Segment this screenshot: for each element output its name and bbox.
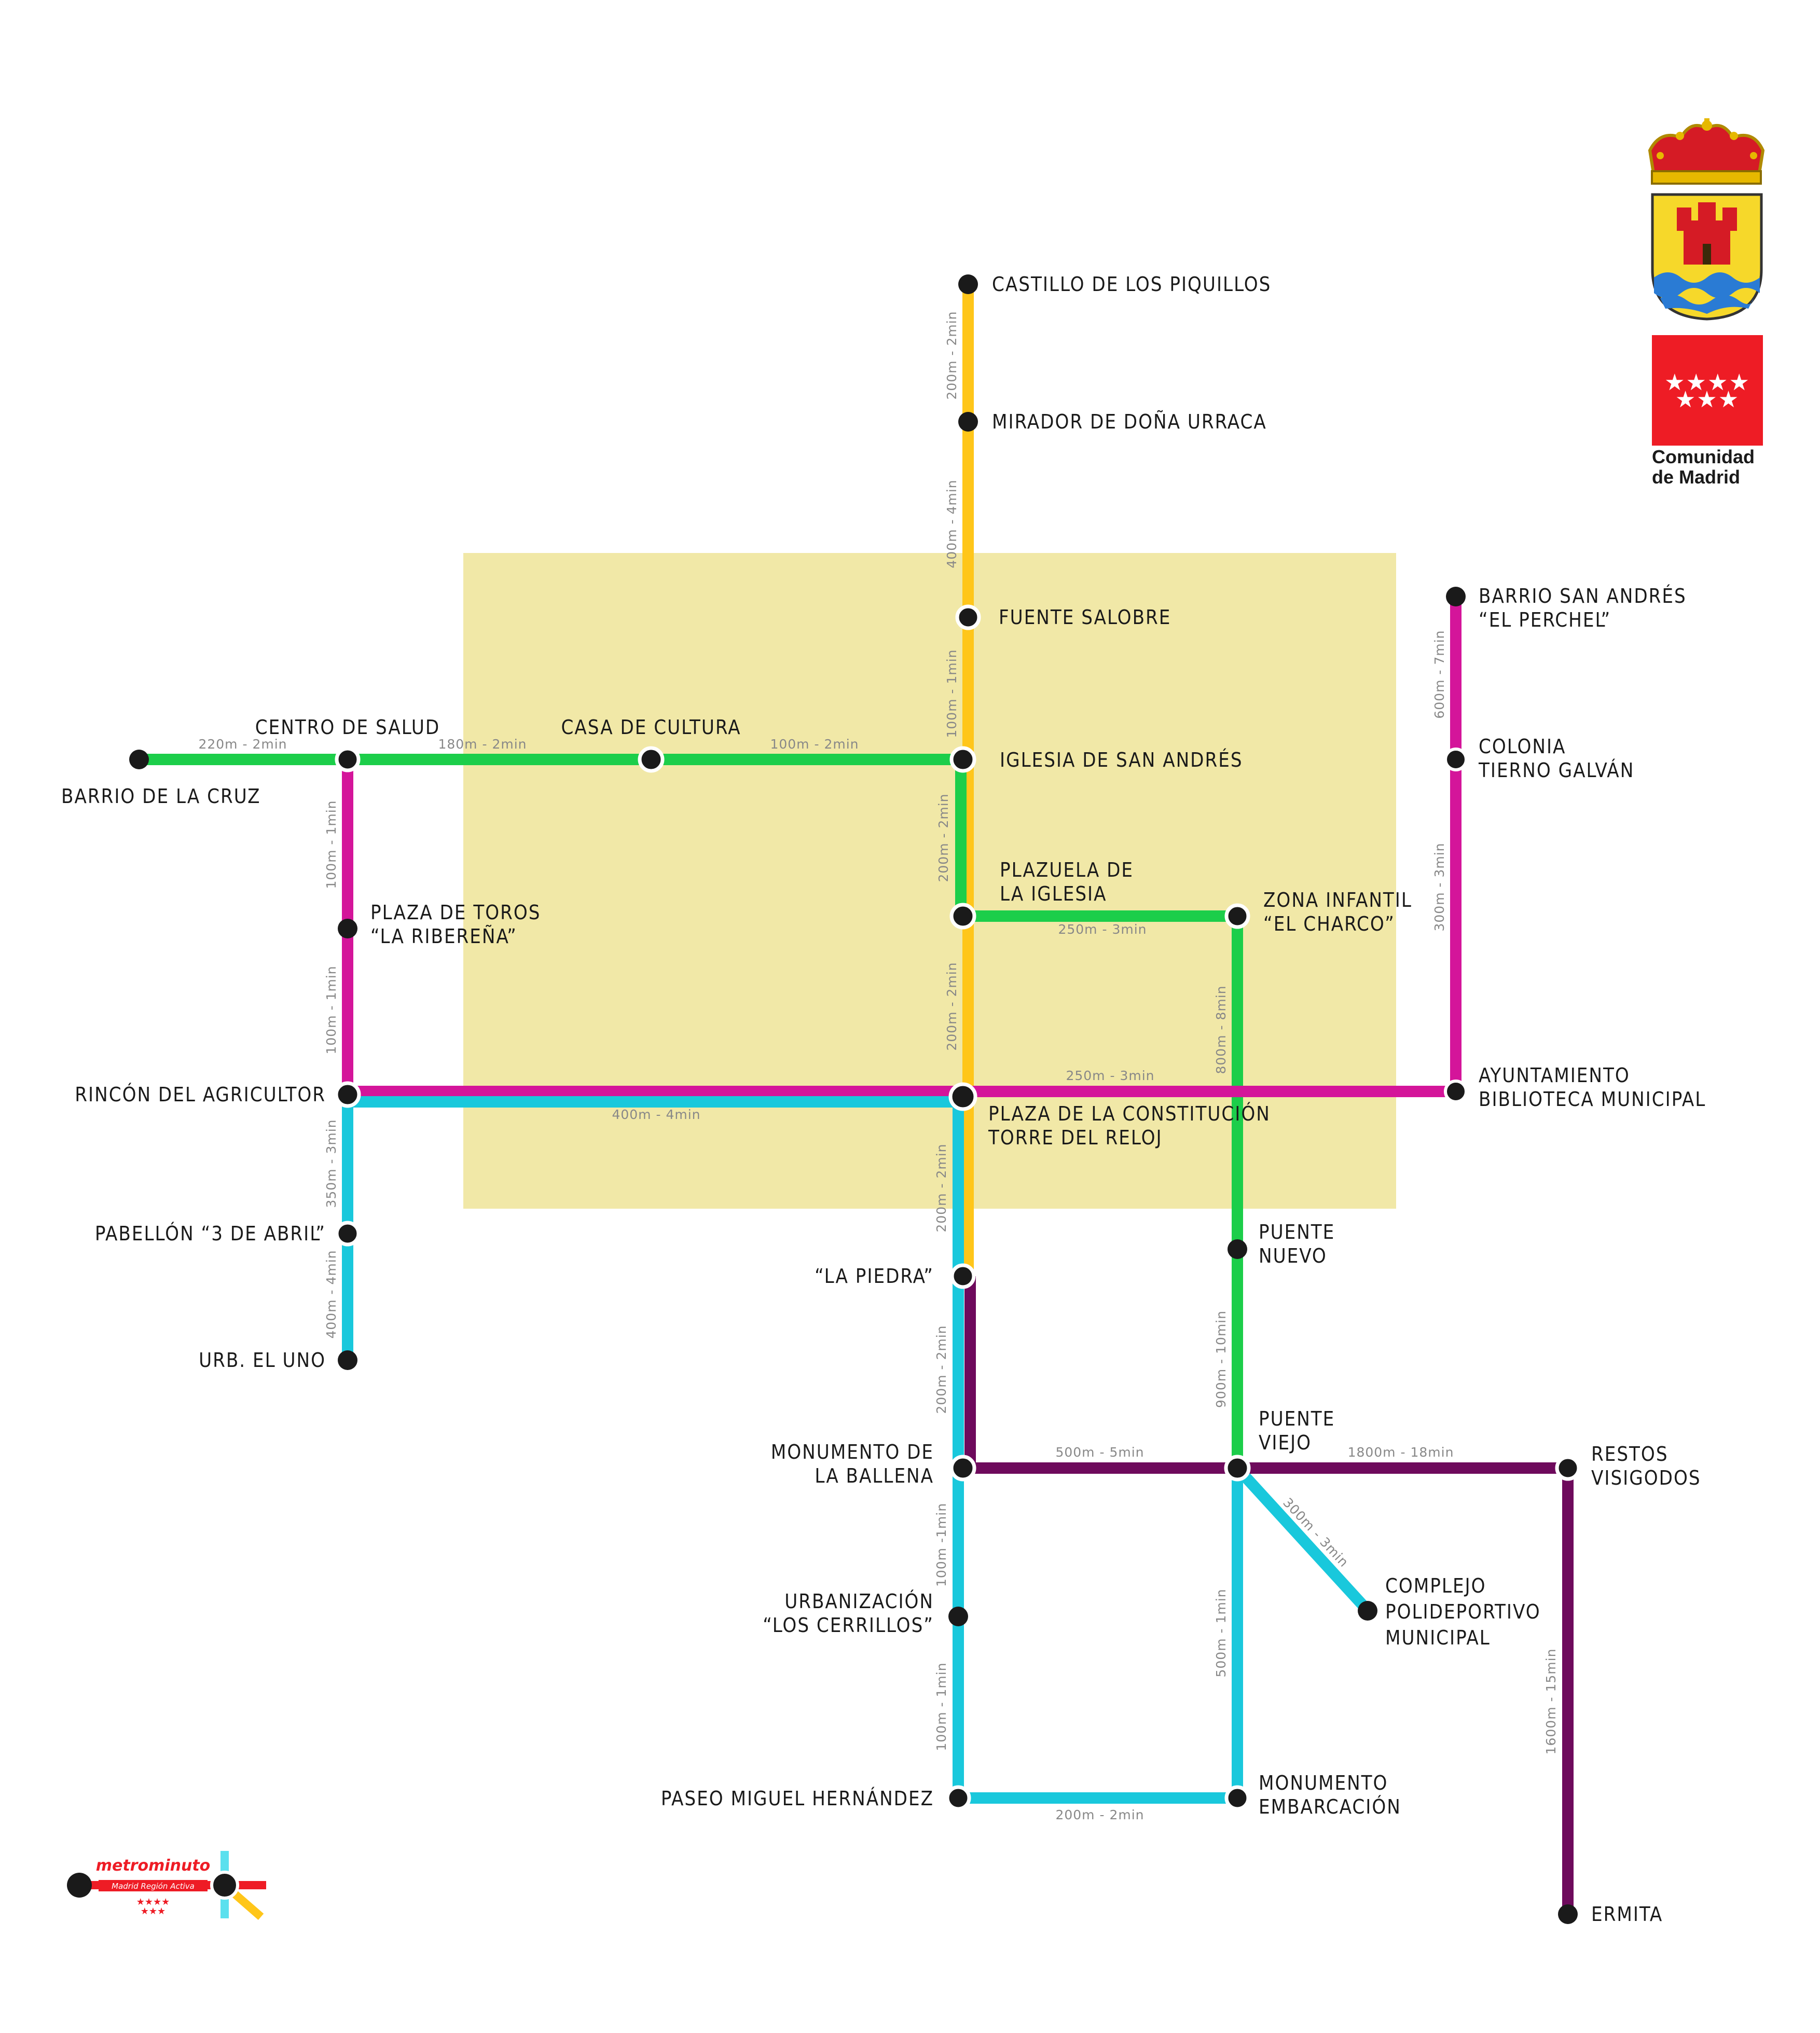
svg-text:PABELLÓN “3 DE ABRIL”: PABELLÓN “3 DE ABRIL” [95, 1222, 326, 1245]
coat-of-arms-logo [1648, 118, 1765, 321]
svg-text:★★★★: ★★★★ [1664, 369, 1750, 396]
distance-label: 200m - 2min [936, 793, 951, 882]
svg-text:★★★★: ★★★★ [136, 1897, 170, 1907]
svg-text:RINCÓN DEL AGRICULTOR: RINCÓN DEL AGRICULTOR [75, 1083, 326, 1106]
distance-label: 1800m - 18min [1348, 1445, 1454, 1460]
station-zona[interactable]: ZONA INFANTIL“EL CHARCO” [1224, 889, 1412, 935]
distance-label: 200m - 2min [944, 311, 959, 399]
distance-label: 400m - 4min [612, 1107, 700, 1122]
distance-label: 100m - 2min [770, 737, 859, 752]
distance-label: 500m - 5min [1055, 1445, 1144, 1460]
svg-text:“LA PIEDRA”: “LA PIEDRA” [815, 1265, 934, 1288]
svg-text:BARRIO DE LA CRUZ: BARRIO DE LA CRUZ [61, 785, 261, 808]
svg-text:★★★: ★★★ [1675, 386, 1740, 413]
distance-label: 1600m - 15min [1543, 1649, 1559, 1755]
distance-label: 400m - 4min [324, 1250, 339, 1338]
comunidad-madrid-logo: ★★★★ ★★★ Comunidad de Madrid [1652, 335, 1763, 488]
svg-text:★★★: ★★★ [141, 1906, 166, 1917]
distance-label: 220m - 2min [198, 737, 287, 752]
svg-text:MIRADOR DE DOÑA URRACA: MIRADOR DE DOÑA URRACA [992, 410, 1267, 433]
station-iglesia[interactable]: IGLESIA DE SAN ANDRÉS [949, 746, 1243, 773]
svg-text:URB. EL UNO: URB. EL UNO [199, 1349, 326, 1372]
svg-text:CENTRO DE SALUD: CENTRO DE SALUD [255, 716, 440, 739]
distance-label: 180m - 2min [438, 737, 527, 752]
distance-label: 100m - 1min [324, 965, 339, 1054]
distance-label: 350m - 3min [324, 1119, 339, 1208]
station-mirador[interactable]: MIRADOR DE DOÑA URRACA [958, 410, 1267, 433]
svg-text:IGLESIA DE SAN ANDRÉS: IGLESIA DE SAN ANDRÉS [1000, 749, 1243, 771]
distance-label: 400m - 4min [944, 479, 959, 568]
distance-label: 100m - 1min [324, 800, 339, 889]
distance-label: 250m - 3min [1058, 922, 1147, 937]
svg-text:CASA DE CULTURA: CASA DE CULTURA [561, 716, 741, 739]
distance-label: 100m - 1min [934, 1662, 949, 1751]
station-barrio-cruz[interactable]: BARRIO DE LA CRUZ [61, 750, 261, 808]
station-pabellon[interactable]: PABELLÓN “3 DE ABRIL” [95, 1221, 361, 1247]
distance-label: 300m - 3min [1432, 842, 1447, 931]
svg-text:ERMITA: ERMITA [1591, 1903, 1663, 1926]
station-fuente[interactable]: FUENTE SALOBRE [955, 604, 1171, 630]
svg-text:ZONA INFANTIL“EL CHARCO”: ZONA INFANTIL“EL CHARCO” [1263, 889, 1412, 935]
distance-label: 500m - 1min [1214, 1588, 1229, 1677]
line-cyan-diagonal [1233, 1464, 1370, 1612]
station-casa-cultura[interactable]: CASA DE CULTURA [561, 716, 741, 773]
station-paseo[interactable]: PASEO MIGUEL HERNÁNDEZ [661, 1785, 971, 1811]
station-castillo[interactable]: CASTILLO DE LOS PIQUILLOS [958, 273, 1271, 296]
svg-text:BARRIO SAN ANDRÉS“EL PERCHEL”: BARRIO SAN ANDRÉS“EL PERCHEL” [1479, 585, 1687, 631]
svg-text:PLAZA DE TOROS“LA RIBEREÑA”: PLAZA DE TOROS“LA RIBEREÑA” [370, 901, 541, 948]
distance-label: 200m - 2min [1055, 1807, 1144, 1822]
station-cerrillos[interactable]: URBANIZACIÓN“LOS CERRILLOS” [763, 1590, 968, 1637]
station-centro-salud[interactable]: CENTRO DE SALUD [255, 716, 440, 772]
svg-text:CASTILLO DE LOS PIQUILLOS: CASTILLO DE LOS PIQUILLOS [992, 273, 1271, 296]
metrominuto-logo: metrominuto Madrid Región Activa ★★★★ ★★… [67, 1851, 266, 1920]
distance-labels: 200m - 2min 400m - 4min 100m - 1min 200m… [198, 311, 1559, 1822]
distance-label: 100m - 1min [944, 649, 959, 738]
station-barrio-andres[interactable]: BARRIO SAN ANDRÉS“EL PERCHEL” [1446, 585, 1687, 631]
distance-label: 800m - 8min [1214, 985, 1229, 1074]
svg-text:metrominuto: metrominuto [96, 1857, 211, 1875]
station-plaza-toros[interactable]: PLAZA DE TOROS“LA RIBEREÑA” [338, 901, 541, 948]
svg-text:de Madrid: de Madrid [1652, 466, 1740, 488]
station-uno[interactable]: URB. EL UNO [199, 1349, 357, 1372]
distance-label: 100m -1min [934, 1503, 949, 1587]
svg-text:Comunidad: Comunidad [1652, 446, 1755, 467]
svg-text:PASEO MIGUEL HERNÁNDEZ: PASEO MIGUEL HERNÁNDEZ [661, 1787, 934, 1810]
distance-label: 250m - 3min [1066, 1068, 1154, 1083]
distance-label: 200m - 2min [934, 1143, 949, 1232]
distance-label: 200m - 2min [944, 962, 959, 1050]
svg-text:URBANIZACIÓN“LOS CERRILLOS”: URBANIZACIÓN“LOS CERRILLOS” [763, 1590, 934, 1637]
distance-label: 200m - 2min [934, 1325, 949, 1414]
stations: CASTILLO DE LOS PIQUILLOS MIRADOR DE DOÑ… [61, 273, 1706, 1926]
distance-label: 900m - 10min [1214, 1310, 1229, 1408]
svg-text:Madrid Región Activa: Madrid Región Activa [112, 1882, 195, 1891]
station-piedra[interactable]: “LA PIEDRA” [815, 1263, 976, 1289]
distance-label: 600m - 7min [1432, 630, 1447, 718]
svg-text:FUENTE SALOBRE: FUENTE SALOBRE [999, 606, 1171, 629]
station-rincon[interactable]: RINCÓN DEL AGRICULTOR [75, 1081, 361, 1108]
station-ermita[interactable]: ERMITA [1558, 1903, 1663, 1926]
